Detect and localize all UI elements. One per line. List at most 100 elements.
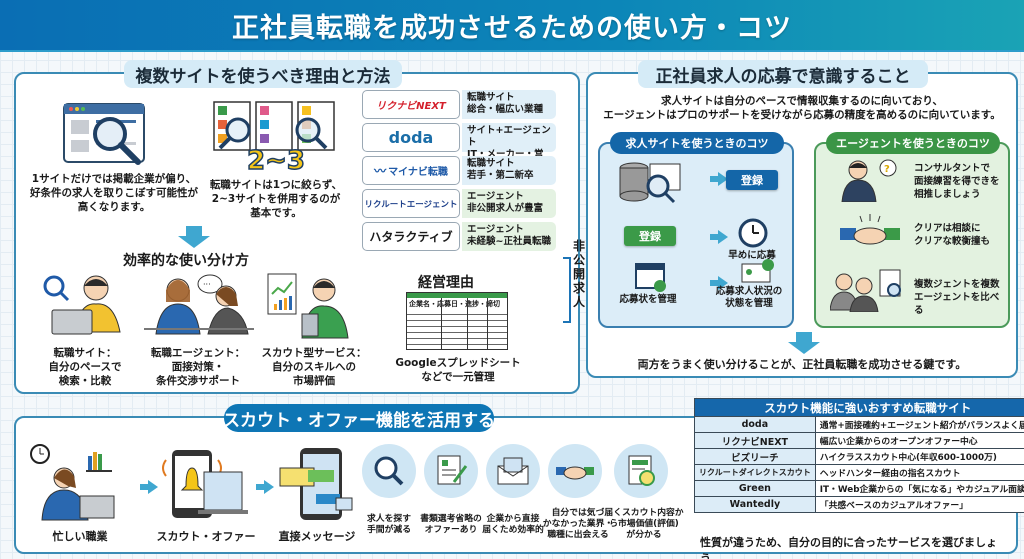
site-target: 総合・幅広い業種 bbox=[467, 104, 544, 115]
agent-tip-text: クリアは相談に クリアな較衡撞も bbox=[914, 223, 991, 247]
site-description: 転職サイト 若手・第二新卒 bbox=[462, 156, 556, 185]
compare-agents-icon bbox=[830, 269, 901, 312]
site-target: 若手・第二新卒 bbox=[467, 170, 534, 181]
site-name: doda bbox=[694, 416, 816, 433]
busy-worker-icon bbox=[30, 444, 115, 521]
table-title: スカウト機能に強いおすすめ転職サイト bbox=[694, 398, 1024, 417]
search-icon bbox=[374, 456, 404, 486]
agent-tips-box: エージェントを使うときのコツ ? コンサルタントで 面接練習を得できを 相推しま… bbox=[814, 132, 1010, 328]
site-feature: 通常+面接確約+エージェント紹介がバランスよく届く bbox=[814, 416, 1024, 433]
consultant-icon: ? bbox=[841, 159, 897, 202]
site-row-doda[interactable]: doda サイト+エージェント IT・メーカー・営業 bbox=[362, 123, 556, 172]
site-tips-title: 求人サイトを使うときのコツ bbox=[610, 132, 784, 154]
arrow-right-icon bbox=[256, 480, 274, 494]
sheet-col-line bbox=[441, 298, 442, 349]
usage-label: 転職エージェント： 面接対策・ 条件交渉サポート bbox=[150, 347, 246, 387]
manage-status-label: 応募求人状況の 状態を管理 bbox=[715, 286, 783, 309]
sheet-grid bbox=[407, 309, 507, 349]
benefit-text: 書類選考省略の オファーあり bbox=[420, 514, 482, 535]
handshake-icon bbox=[556, 466, 594, 480]
site-row-hataractive[interactable]: ハタラクティブ エージェント 未経験~正社員転職 bbox=[362, 222, 556, 251]
site-type: サイト+エージェント bbox=[467, 125, 551, 148]
checklist-icon bbox=[628, 455, 655, 486]
benefit-text: 企業から直接 届くため効率的 bbox=[482, 514, 544, 535]
reason-text: 1サイトだけでは掲載企業が偏り、好条件の求人を取りこぼす可能性が高くなります。 bbox=[30, 173, 198, 213]
table-row: Wantedly「共感ベースのカジュアルオファー」 bbox=[694, 496, 1024, 513]
status-card-check-icon bbox=[741, 259, 774, 283]
site-logo-text: リクルートエージェント bbox=[364, 199, 458, 210]
site-tips-box: 求人サイトを使うときのコツ 登録 登録 早めに応募 応募状を管理 bbox=[598, 132, 794, 328]
site-type: 転職サイト bbox=[467, 92, 515, 103]
application-panel: 正社員求人の応募で意識すること 求人サイトは自分のペースで情報収集するのに向いて… bbox=[586, 60, 1018, 378]
multi-site-panel: 複数サイトを使うべき理由と方法 1サイトだけでは掲載企業が偏り、好条件の求人を取… bbox=[14, 60, 585, 394]
benefit-text: 求人を探す 手間が減る bbox=[367, 514, 411, 535]
direct-message-icon bbox=[279, 448, 353, 520]
site-row-rikunabi[interactable]: リクナビNEXT 転職サイト 総合・幅広い業種 bbox=[362, 90, 556, 119]
site-target: 非公開求人が豊富 bbox=[467, 203, 544, 214]
site-name: リクナビNEXT bbox=[694, 432, 816, 449]
sheet-header-bar bbox=[407, 293, 507, 298]
scout-panel: スカウト・オファー機能を活用する 忙しい職業 スカウト・オファー 直接メッセージ… bbox=[14, 398, 1024, 559]
page-header: 正社員転職を成功させるための使い方・コツ bbox=[0, 0, 1024, 52]
spreadsheet-illustration: 企業名・応募日・進捗・締切 bbox=[406, 292, 508, 350]
page-title: 正社員転職を成功させるための使い方・コツ bbox=[232, 12, 792, 44]
svg-text:···: ··· bbox=[203, 280, 211, 289]
arrow-right-icon bbox=[710, 172, 728, 186]
agent-tip-text: コンサルタントで 面接練習を得できを 相推しましょう bbox=[914, 163, 1000, 200]
benefit-text: 届くスカウト内容か ら市場価値(評価) が分かる bbox=[604, 508, 684, 540]
non-public-label: 非公開求人 bbox=[572, 239, 585, 309]
site-feature: 幅広い企業からのオープンオファー中心 bbox=[814, 432, 1024, 449]
site-name: ビズリーチ bbox=[694, 448, 816, 465]
site-logo-text: マイナビ転職 bbox=[388, 167, 448, 178]
recruit-agent-logo: リクルートエージェント bbox=[362, 189, 460, 218]
site-name: Wantedly bbox=[694, 496, 816, 513]
site-type: エージェント bbox=[467, 191, 524, 202]
multi-site-title: 複数サイトを使うべき理由と方法 bbox=[124, 60, 402, 88]
arrow-right-icon bbox=[140, 480, 158, 494]
multi-site-search-icon bbox=[213, 101, 335, 151]
table-note: 性質が違うため、自分の目的に合ったサービスを選びましょう。 bbox=[700, 536, 997, 559]
single-site-search-icon bbox=[63, 103, 145, 165]
benefit-search-circle bbox=[362, 444, 416, 498]
register-button-blue[interactable]: 登録 bbox=[726, 170, 778, 190]
usage-label: スカウト型サービス： 自分のスキルへの 市場評価 bbox=[261, 347, 367, 387]
benefit-handshake-circle bbox=[548, 444, 602, 498]
non-public-bracket bbox=[563, 257, 571, 323]
sheet-col-line bbox=[487, 298, 488, 349]
site-logo-text: ハタラクティブ bbox=[369, 230, 453, 244]
rikunabi-next-logo: リクナビNEXT bbox=[362, 90, 460, 119]
site-row-recruit-agent[interactable]: リクルートエージェント エージェント 非公開求人が豊富 bbox=[362, 189, 556, 218]
early-apply-label: 早めに応募 bbox=[728, 250, 776, 261]
agent-consultation-icon: ··· bbox=[144, 274, 254, 335]
two-to-three-badge: 2~3 bbox=[246, 145, 305, 177]
flow-step-label: スカウト・オファー bbox=[156, 530, 256, 543]
manage-apps-label: 応募状を管理 bbox=[619, 294, 677, 305]
site-row-mynavi[interactable]: 〰 マイナビ転職 転職サイト 若手・第二新卒 bbox=[362, 156, 556, 185]
scout-notification-icon bbox=[162, 450, 248, 518]
site-feature: ハイクラススカウト中心(年収600-1000万) bbox=[814, 448, 1024, 465]
agent-tip-text: 複数ジェントを複数 エージェントを比べる bbox=[914, 279, 1000, 316]
hataractive-logo: ハタラクティブ bbox=[362, 222, 460, 251]
site-description: エージェント 未経験~正社員転職 bbox=[462, 222, 556, 251]
site-feature: ヘッドハンター経由の指名スカウト bbox=[814, 464, 1024, 481]
site-logo-text: doda bbox=[388, 128, 434, 147]
table-row: リクルートダイレクトスカウトヘッドハンター経由の指名スカウト bbox=[694, 464, 1024, 481]
application-intro: 求人サイトは自分のペースで情報収集するのに向いており、 エージェントはプロのサポ… bbox=[603, 95, 1001, 121]
calendar-icon bbox=[635, 263, 666, 292]
down-arrow-icon bbox=[788, 332, 820, 354]
benefit-checklist-circle bbox=[614, 444, 668, 498]
agent-tips-title: エージェントを使うときのコツ bbox=[826, 132, 1000, 154]
scout-chart-person-icon bbox=[267, 273, 349, 339]
site-type: 転職サイト bbox=[467, 158, 515, 169]
reason-text: 転職サイトは1つに絞らず、2~3サイトを併用するのが基本です。 bbox=[209, 179, 343, 219]
envelope-icon bbox=[497, 457, 529, 485]
site-logo-text: リクナビNEXT bbox=[376, 101, 446, 112]
register-button-green[interactable]: 登録 bbox=[624, 226, 676, 246]
doda-logo: doda bbox=[362, 123, 460, 152]
application-conclusion: 両方をうまく使い分けることが、正社員転職を成功させる鍵です。 bbox=[637, 358, 967, 371]
mynavi-mark-icon: 〰 bbox=[374, 164, 387, 178]
svg-text:?: ? bbox=[884, 164, 890, 175]
handshake-icon bbox=[840, 214, 900, 245]
